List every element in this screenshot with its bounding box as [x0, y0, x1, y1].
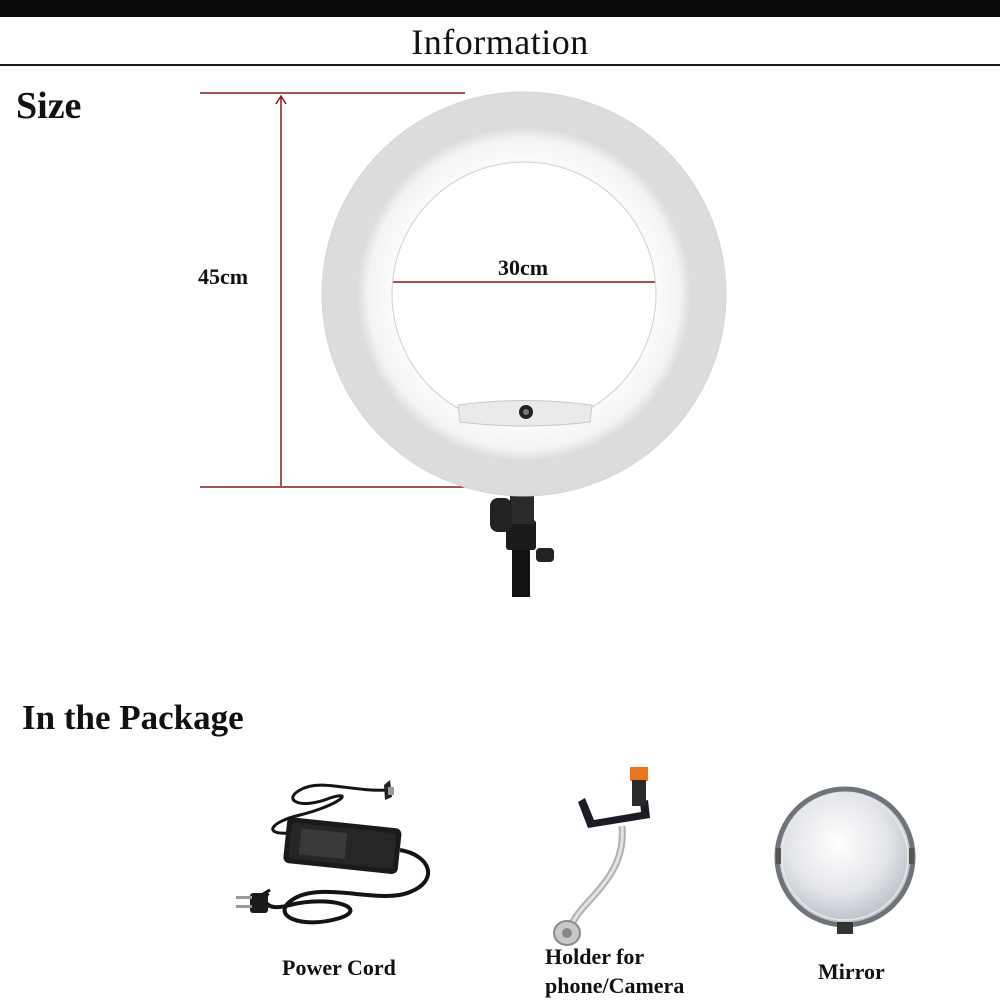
- size-heading: Size: [16, 85, 82, 127]
- power-adapter-icon: [236, 780, 431, 925]
- dimension-lines: [200, 92, 656, 488]
- phone-holder-icon: [553, 767, 650, 946]
- ring-light-icon: [321, 91, 727, 497]
- top-black-bar: [0, 0, 1000, 17]
- power-cord-caption: Power Cord: [282, 955, 396, 980]
- holder-caption-line2: phone/Camera: [545, 973, 685, 998]
- mirror-icon: [774, 786, 916, 934]
- mirror-caption: Mirror: [818, 959, 885, 984]
- holder-caption-line1: Holder for: [545, 944, 645, 969]
- page-title: Information: [411, 22, 589, 62]
- holder-caption: Holder for phone/Camera: [545, 942, 684, 1000]
- arrow-up-icon: [275, 94, 287, 105]
- header: Information: [0, 17, 1000, 63]
- header-divider: [0, 64, 1000, 66]
- inner-diameter-label: 30cm: [498, 255, 549, 280]
- light-stand-icon: [490, 490, 554, 597]
- height-label: 45cm: [198, 264, 249, 289]
- package-heading: In the Package: [22, 698, 244, 737]
